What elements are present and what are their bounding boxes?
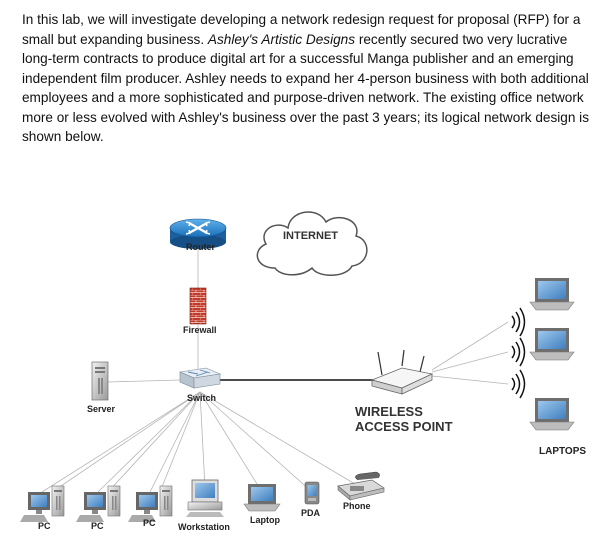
company-name: Ashley's Artistic Designs (207, 31, 356, 47)
wireless-laptop-icon (529, 278, 575, 311)
switch-label: Switch (187, 393, 216, 403)
phone-label: Phone (343, 501, 371, 511)
pc-label-1: PC (38, 521, 51, 531)
pda-icon (304, 481, 320, 505)
firewall-label: Firewall (183, 325, 217, 335)
wifi-signal-icon (511, 307, 526, 399)
intro-text-2: recently secured two very lucrative long… (22, 31, 590, 145)
laptop-label: Laptop (250, 515, 280, 525)
wap-label-line1: WIRELESS (355, 404, 423, 419)
workstation-icon (186, 479, 224, 517)
internet-cloud-icon (256, 211, 368, 276)
intro-text-1: In this lab, we will investigate develop… (22, 12, 581, 47)
laptop-icon (243, 484, 281, 512)
wap-label-line2: ACCESS POINT (355, 419, 453, 434)
network-diagram: Router INTERNET Firewall Switch Server W… (20, 211, 586, 532)
server-label: Server (87, 404, 116, 414)
internet-label: INTERNET (283, 230, 338, 242)
wireless-access-point-icon (370, 349, 434, 395)
pc-icon (76, 485, 121, 522)
switch-icon (178, 367, 222, 389)
firewall-icon (189, 287, 207, 325)
router-icon (169, 218, 227, 249)
network-links (41, 240, 509, 493)
wireless-laptop-icon (529, 398, 575, 431)
phone-icon (337, 471, 385, 501)
workstation-label: Workstation (178, 522, 230, 532)
server-icon (91, 361, 109, 401)
pc-icon (20, 485, 65, 522)
intro-paragraph: In this lab, we will investigate develop… (22, 10, 594, 147)
laptops-label: LAPTOPS (539, 446, 586, 457)
pc-label-2: PC (91, 521, 104, 531)
pc-label-3: PC (143, 518, 156, 528)
wireless-laptop-icon (529, 328, 575, 361)
pc-icon (128, 485, 173, 522)
router-label: Router (186, 242, 215, 252)
pda-label: PDA (301, 508, 321, 518)
